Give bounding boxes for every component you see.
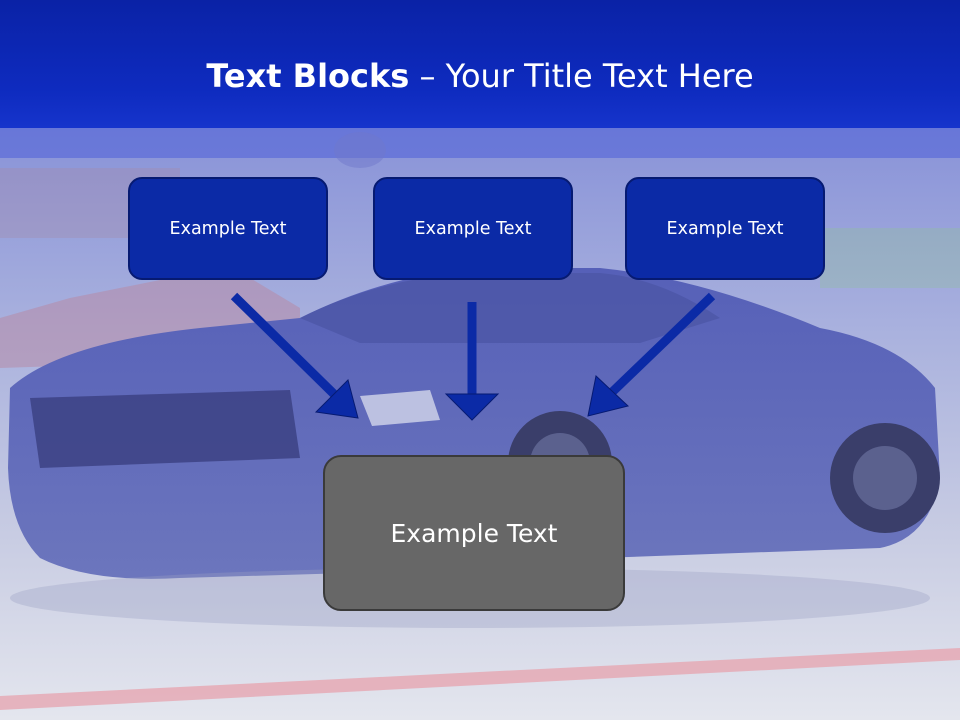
result-block[interactable]: Example Text	[323, 455, 625, 611]
title-bold-part: Text Blocks	[206, 57, 410, 95]
text-block-1-label: Example Text	[169, 218, 287, 239]
slide-title: Text Blocks – Your Title Text Here	[0, 56, 960, 96]
text-block-2-label: Example Text	[414, 218, 532, 239]
title-rest: Your Title Text Here	[445, 57, 754, 95]
text-block-3[interactable]: Example Text	[625, 177, 825, 280]
result-block-label: Example Text	[390, 518, 558, 548]
text-block-2[interactable]: Example Text	[373, 177, 573, 280]
title-bar	[0, 0, 960, 128]
text-block-3-label: Example Text	[666, 218, 784, 239]
title-separator: –	[409, 57, 446, 95]
text-block-1[interactable]: Example Text	[128, 177, 328, 280]
